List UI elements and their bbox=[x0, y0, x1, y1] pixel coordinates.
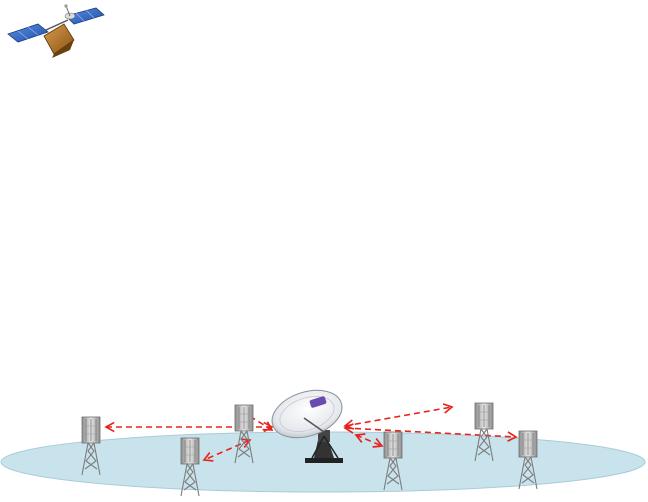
satellite-icon bbox=[8, 4, 104, 58]
link-station-tower-4 bbox=[345, 407, 452, 426]
